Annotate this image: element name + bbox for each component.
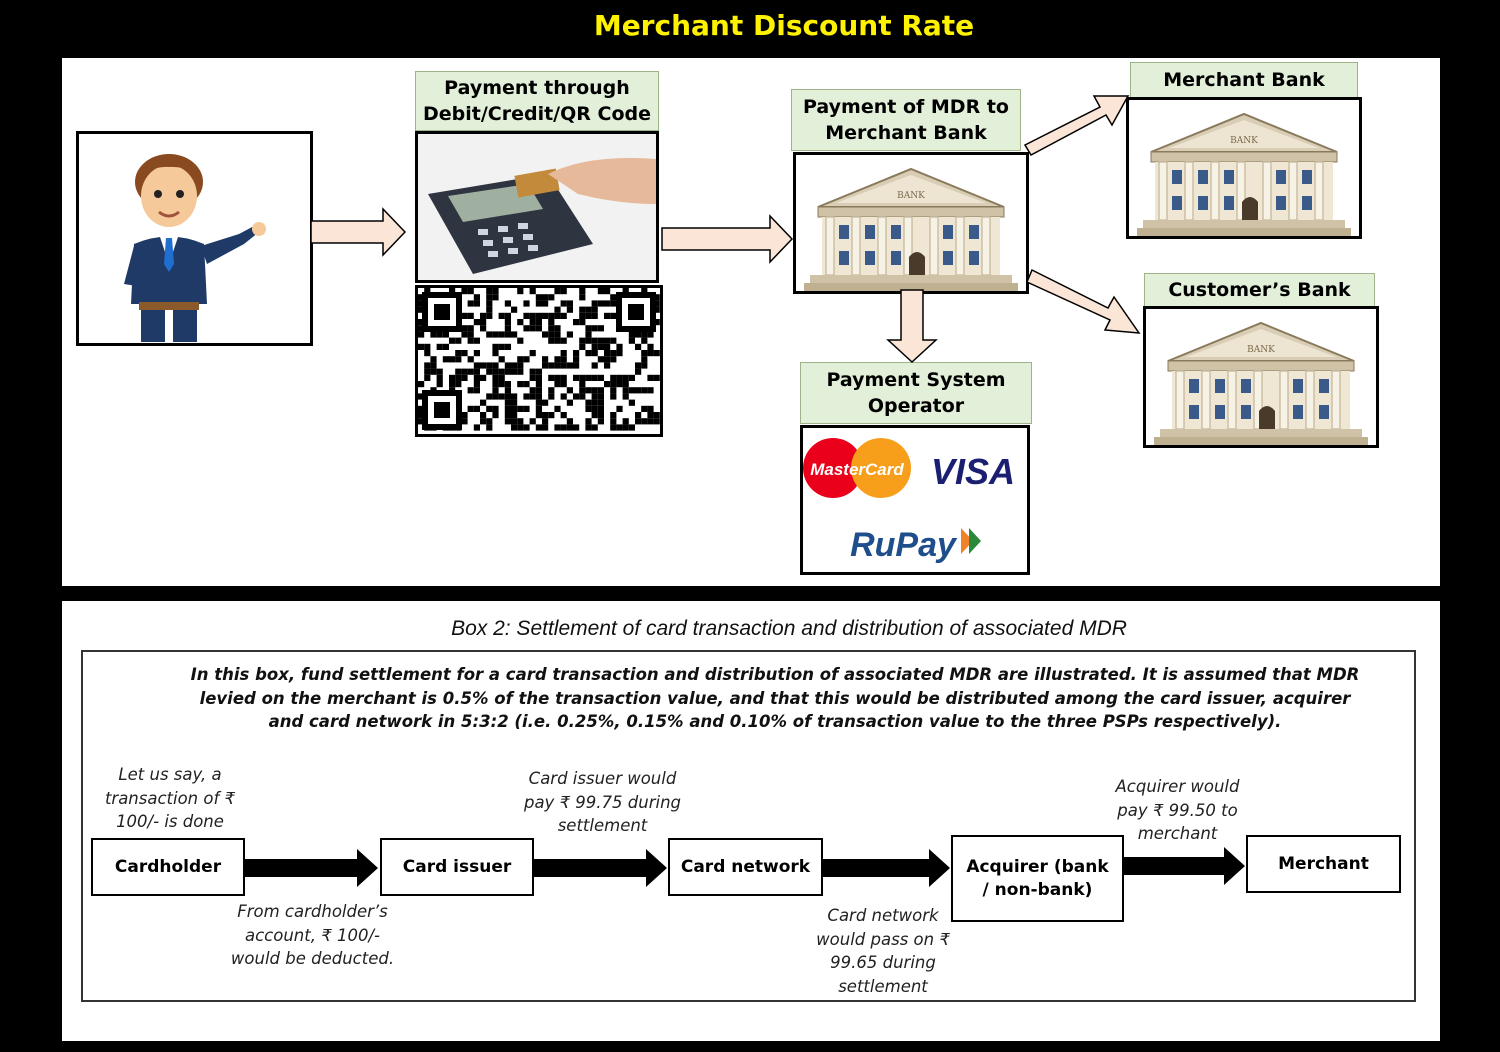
acquiring-bank-box: BANK [793,152,1029,294]
arrow-payment-to-mdr [661,214,794,264]
arrow-mdr-to-pso [886,289,938,364]
arrow-acquirer-to-merchant [1124,847,1245,885]
bank-sign-text: BANK [897,191,925,201]
rupay-logo-text: RuPay [850,526,958,564]
box2-panel [62,601,1440,1041]
mastercard-red-circle [803,438,863,498]
note-issuer-payment: Card issuer would pay ₹ 99.75 during set… [523,769,682,835]
customer-bank-box: BANK [1143,306,1379,448]
box2-title: Box 2: Settlement of card transaction an… [451,617,1127,640]
node-card-network: Card network [668,838,823,896]
note-acquirer-payment: Acquirer would pay ₹ 99.50 to merchant [1115,777,1240,843]
arrow-to-customer-bank [1026,268,1141,334]
bank-building-icon: BANK [1154,321,1368,445]
bank-building-icon: BANK [1137,112,1351,236]
bank-sign-text: BANK [1247,345,1275,355]
node-cardholder: Cardholder [91,838,245,896]
arrow-cardholder-to-issuer [245,849,378,887]
node-merchant: Merchant [1246,835,1401,893]
arrow-network-to-acquirer [823,849,950,887]
merchant-bank-label: Merchant Bank [1130,62,1358,98]
pso-label: Payment System Operator [800,362,1032,424]
visa-logo-text: VISA [931,451,1015,492]
rupay-arrow-green [969,528,981,554]
mastercard-logo-text: MasterCard [810,460,904,479]
page-title: Merchant Discount Rate [593,8,975,42]
note-transaction-start: Let us say, a transaction of ₹ 100/- is … [104,765,236,831]
box2-intro-text: In this box, fund settlement for a card … [190,665,1360,731]
note-cardholder-deduction: From cardholder’s account, ₹ 100/- would… [230,902,395,968]
mdr-label: Payment of MDR to Merchant Bank [791,89,1021,151]
box2-frame [81,650,1416,1002]
businessman-icon [124,154,266,342]
payment-label: Payment through Debit/Credit/QR Code [415,71,659,131]
qr-code-box [415,285,663,437]
merchant-bank-box: BANK [1126,97,1362,239]
mastercard-orange-circle [851,438,911,498]
card-networks-box: MasterCard VISA RuPay [800,425,1030,575]
card-network-logos: MasterCard VISA RuPay [803,438,1015,564]
arrow-cardholder-to-payment [310,207,407,257]
qr-code-icon [418,288,660,434]
card-terminal-box [415,131,659,283]
customer-bank-label: Customer’s Bank [1144,273,1375,307]
node-acquirer: Acquirer (bank / non-bank) [951,835,1124,922]
bank-sign-text: BANK [1230,136,1258,146]
arrow-to-merchant-bank [1023,95,1130,156]
arrow-issuer-to-network [534,849,667,887]
bank-building-icon: BANK [804,167,1018,291]
card-terminal-icon [418,134,656,280]
note-network-pass-on: Card network would pass on ₹ 99.65 durin… [816,906,950,996]
rupay-arrow-orange [961,528,973,554]
node-card-issuer: Card issuer [380,838,534,896]
